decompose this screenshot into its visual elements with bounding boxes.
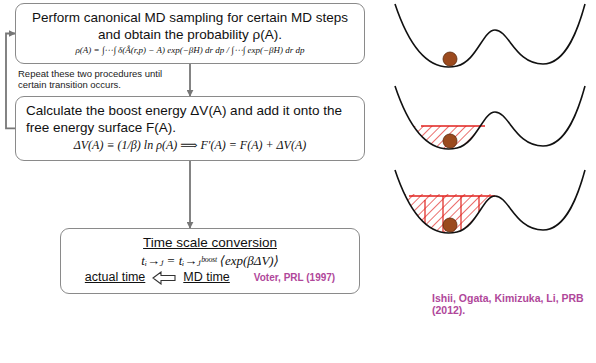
boost-formula: ΔV(A) ≡ (1/β) ln ρ(A) ⟹ F′(A) = F(A) + Δ… [74,138,307,153]
step-text: Perform canonical MD sampling for certai… [26,10,354,44]
energy-well-1 [395,4,585,67]
text-row: actual time MD time Voter, PRL (1997) [71,270,349,286]
text-row: ΔV(A) ≡ (1/β) ln ρ(A) ⟹ F′(A) = F(A) + Δ… [26,138,354,153]
time-formula: tᵢ→ⱼ = tᵢ→ⱼᵇᵒᵒˢᵗ ⟨exp(βΔV)⟩ [141,253,278,269]
flow-arrow [189,64,191,96]
section-heading: Time scale conversion [143,235,277,252]
probability-formula: ρ(A) = ∫⋯∫ δ(Â(r,p) − A) exp(−βH) dr dp … [76,45,305,56]
time-label: MD time [183,270,230,286]
citation: Ishii, Ogata, Kimizuka, Li, PRB (2012). [432,292,592,316]
flow-arrow [6,34,15,129]
text-row: Time scale conversion [71,235,349,252]
text-row: ρ(A) = ∫⋯∫ δ(Â(r,p) − A) exp(−βH) dr dp … [26,45,354,56]
text-row: tᵢ→ⱼ = tᵢ→ⱼᵇᵒᵒˢᵗ ⟨exp(βΔV)⟩ [71,253,349,269]
time-label: actual time [85,270,145,286]
citation: Voter, PRL (1997) [254,272,335,285]
edge-label: Repeat these two procedures until certai… [16,68,178,92]
text-row: Perform canonical MD sampling for certai… [26,10,354,44]
process-box: Perform canonical MD sampling for certai… [15,3,365,64]
energy-well-3 [395,170,585,244]
text-row: Calculate the boost energy ΔV(A) and add… [26,103,354,137]
process-box: Time scale conversiontᵢ→ⱼ = tᵢ→ⱼᵇᵒᵒˢᵗ ⟨e… [60,228,360,294]
process-box: Calculate the boost energy ΔV(A) and add… [15,96,365,161]
step-text: Calculate the boost energy ΔV(A) and add… [26,103,354,137]
conversion-arrow [151,271,177,285]
flow-arrow [189,161,191,228]
energy-well-2 [395,86,585,156]
